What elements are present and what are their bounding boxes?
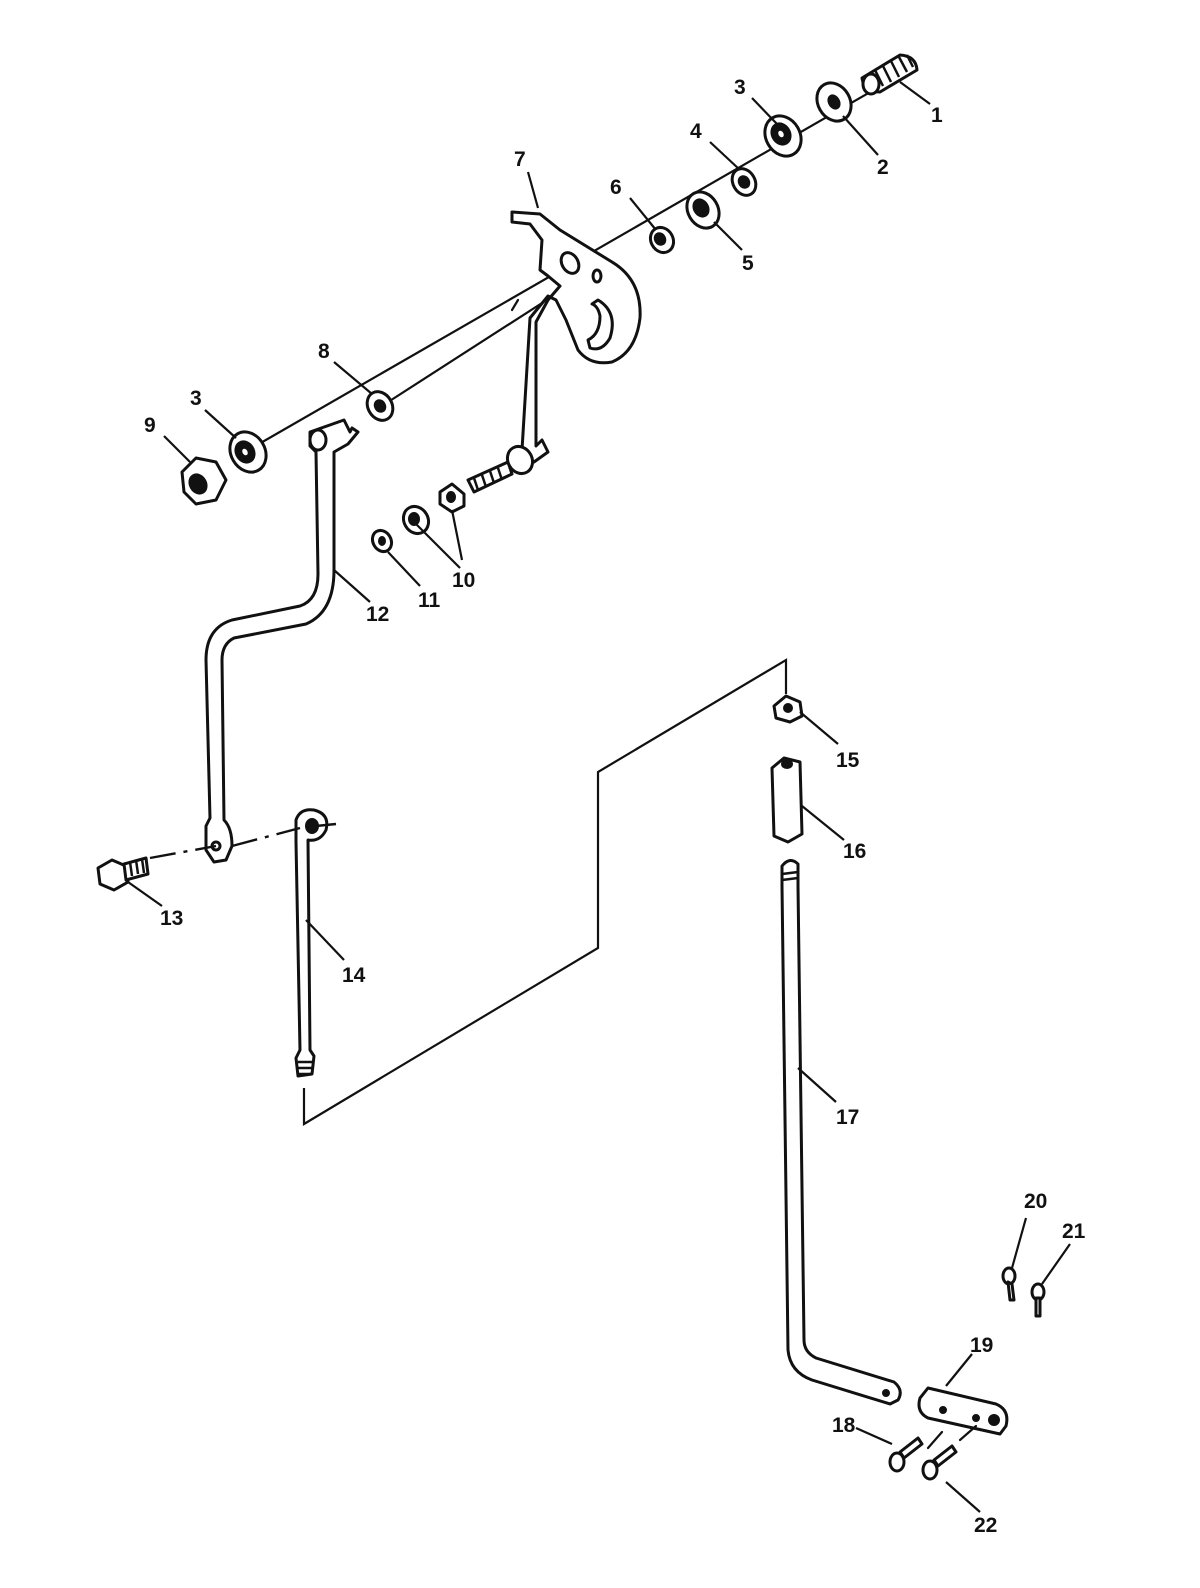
callout-12: 12 — [366, 603, 389, 626]
part-4-lock-washer — [730, 167, 758, 197]
callout-labels: 1 2 3 3 4 5 6 7 8 9 10 11 12 13 14 15 16… — [144, 76, 1086, 1537]
part-14-eye-rod — [294, 808, 329, 1078]
part-3-spacer-lower — [228, 430, 268, 474]
callout-3-lower: 3 — [190, 387, 202, 410]
callout-7: 7 — [514, 148, 526, 171]
callout-2: 2 — [877, 156, 889, 179]
part-20-cotter-pin — [1001, 1266, 1017, 1302]
callout-20: 20 — [1024, 1190, 1047, 1213]
callout-22: 22 — [974, 1514, 997, 1537]
part-18-clevis-pin — [888, 1436, 924, 1473]
callout-4: 4 — [690, 120, 702, 143]
callout-21: 21 — [1062, 1220, 1086, 1243]
callout-19: 19 — [970, 1334, 993, 1357]
callout-1: 1 — [931, 104, 943, 127]
part-21-cotter-pin — [1030, 1282, 1046, 1318]
pivot-bolt — [466, 444, 535, 494]
callout-14: 14 — [342, 964, 366, 987]
callout-13: 13 — [160, 907, 183, 930]
part-16-coupler — [770, 756, 804, 844]
callout-15: 15 — [836, 749, 860, 772]
part-9-nut — [180, 456, 228, 506]
part-19-yoke — [917, 1386, 1009, 1436]
callout-3-upper: 3 — [734, 76, 746, 99]
connection-dashed-lines — [149, 658, 788, 1126]
part-22-clevis-pin — [921, 1424, 978, 1481]
callout-16: 16 — [843, 840, 866, 863]
part-1-threaded-stud — [860, 53, 919, 96]
callout-11: 11 — [418, 589, 441, 612]
callout-9: 9 — [144, 414, 156, 437]
part-15-nut — [772, 694, 804, 724]
part-3-spacer-upper — [763, 114, 803, 158]
part-2-flat-washer — [815, 81, 853, 123]
part-10-bushings — [401, 482, 466, 536]
part-5-bushing — [685, 190, 721, 230]
callout-17: 17 — [836, 1106, 859, 1129]
leader-lines — [127, 81, 1071, 1513]
part-12-crank-rod — [204, 418, 360, 864]
callout-18: 18 — [832, 1414, 856, 1437]
part-17-shift-rod — [780, 859, 902, 1406]
callout-5: 5 — [742, 252, 754, 275]
part-7-shift-lever — [510, 210, 642, 464]
part-8-washer — [365, 390, 395, 422]
part-11-small-nut — [370, 528, 394, 554]
callout-6: 6 — [610, 176, 622, 199]
part-13-bolt — [96, 856, 150, 892]
part-6-small-bushing — [648, 225, 676, 255]
callout-10: 10 — [452, 569, 475, 592]
callout-8: 8 — [318, 340, 330, 363]
